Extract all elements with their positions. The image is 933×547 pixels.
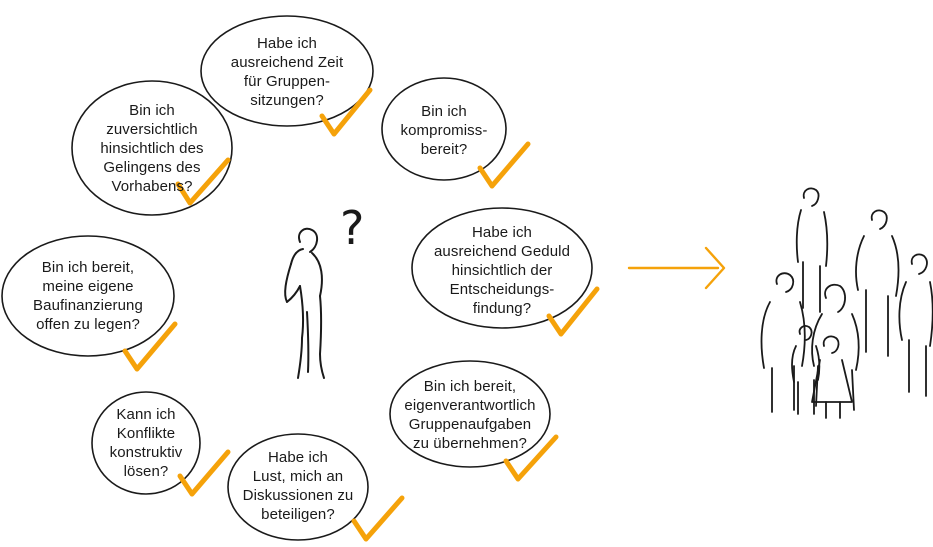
question-bubble-2: Bin ich zuversichtlich hinsichtlich des … xyxy=(100,101,204,195)
question-bubble-6: Bin ich bereit, eigenverantwortlich Grup… xyxy=(404,378,536,452)
arrow-right-icon xyxy=(627,246,726,290)
bubble-outline-6 xyxy=(389,360,551,468)
bubble-outline-7 xyxy=(91,391,201,495)
question-bubble-1: Habe ich ausreichend Zeit für Gruppen- s… xyxy=(230,35,344,109)
checkmark-icon xyxy=(177,449,231,497)
checkmark-icon xyxy=(122,321,178,372)
group-icon xyxy=(760,187,933,419)
question-bubble-7: Kann ich Konflikte konstruktiv lösen? xyxy=(109,406,183,480)
question-bubble-5: Bin ich bereit, meine eigene Baufinanzie… xyxy=(33,259,143,333)
person-icon xyxy=(284,227,325,379)
question-bubble-8: Habe ich Lust, mich an Diskussionen zu b… xyxy=(242,449,354,523)
checkmark-icon xyxy=(319,87,373,137)
bubble-outline-1 xyxy=(200,15,374,127)
checkmark-icon xyxy=(175,157,231,206)
bubble-outline-5 xyxy=(1,235,175,357)
question-mark: ? xyxy=(340,201,365,255)
bubble-outline-4 xyxy=(411,207,593,329)
checkmark-icon xyxy=(546,286,600,337)
checkmark-icon xyxy=(351,495,405,542)
bubble-outline-8 xyxy=(227,433,369,541)
checkmark-icon xyxy=(477,141,531,189)
bubble-outline-3 xyxy=(381,77,507,181)
question-bubble-4: Habe ich ausreichend Geduld hinsichtlich… xyxy=(433,223,571,317)
checkmark-icon xyxy=(503,434,559,482)
bubble-outline-2 xyxy=(71,80,233,216)
question-bubble-3: Bin ich kompromiss- bereit? xyxy=(400,102,488,158)
